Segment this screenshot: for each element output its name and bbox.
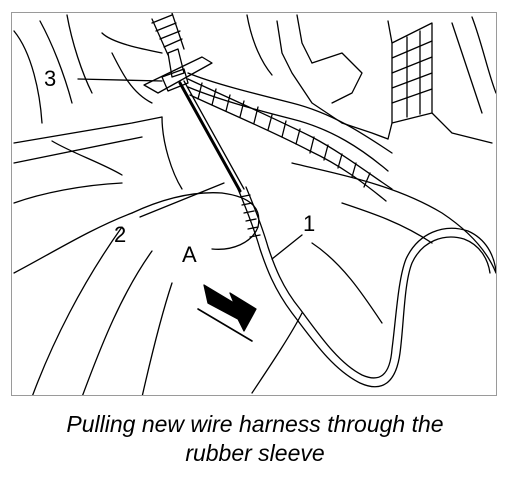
callout-a: A [182, 242, 197, 267]
callout-leaders [77, 78, 303, 260]
callout-3: 3 [44, 66, 57, 91]
caption-line-1: Pulling new wire harness through the [66, 411, 444, 437]
right-panel-lines [187, 14, 496, 394]
diagram-frame [11, 12, 497, 396]
callout-1: 1 [303, 211, 316, 236]
caption-line-2: rubber sleeve [185, 440, 325, 466]
callout-2: 2 [114, 222, 127, 247]
direction-arrow-a [197, 284, 257, 342]
taped-harness [187, 78, 393, 202]
figure-caption: Pulling new wire harness through the rub… [0, 410, 510, 468]
new-wire-harness[interactable] [237, 186, 496, 388]
wire-harness-illustration [13, 13, 496, 395]
pull-wire[interactable] [178, 80, 245, 193]
rubber-sleeve [143, 13, 213, 94]
